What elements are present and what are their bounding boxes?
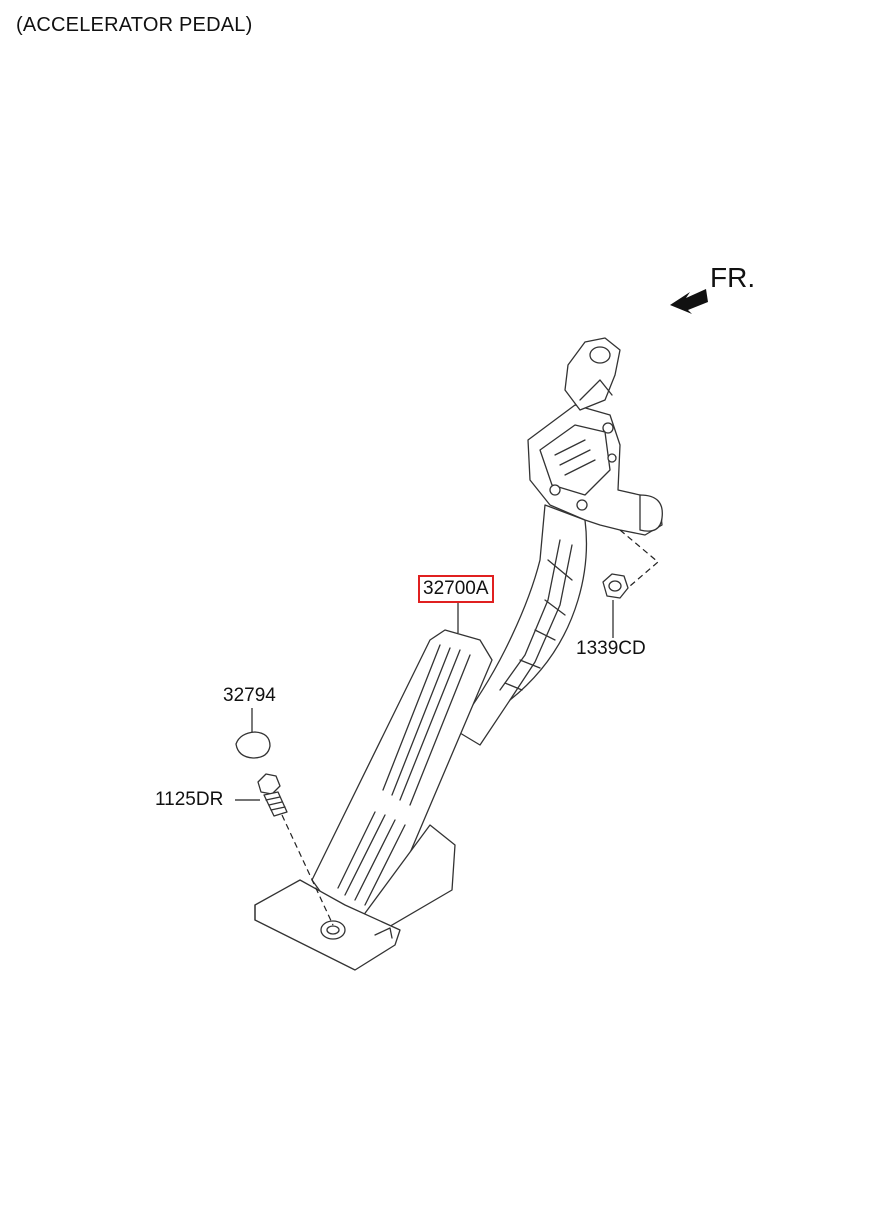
part-label-bolt[interactable]: 1125DR [155,789,224,810]
part-label-pedal-assembly[interactable]: 32700A [418,575,494,603]
cap-part [235,731,271,759]
nut-part [602,573,629,599]
diagram-title: (ACCELERATOR PEDAL) [16,14,253,36]
front-direction-label: FR. [710,262,756,293]
part-label-cap[interactable]: 32794 [223,685,276,706]
front-direction-arrow-icon [670,289,708,314]
pedal-sensor-bracket [527,337,663,536]
assembly-line-bolt [281,814,334,926]
assembly-line-nut [619,529,659,587]
pedal-pad [254,629,493,971]
part-label-nut[interactable]: 1339CD [576,638,646,659]
bolt-part [257,773,288,817]
pedal-arm [454,504,588,746]
